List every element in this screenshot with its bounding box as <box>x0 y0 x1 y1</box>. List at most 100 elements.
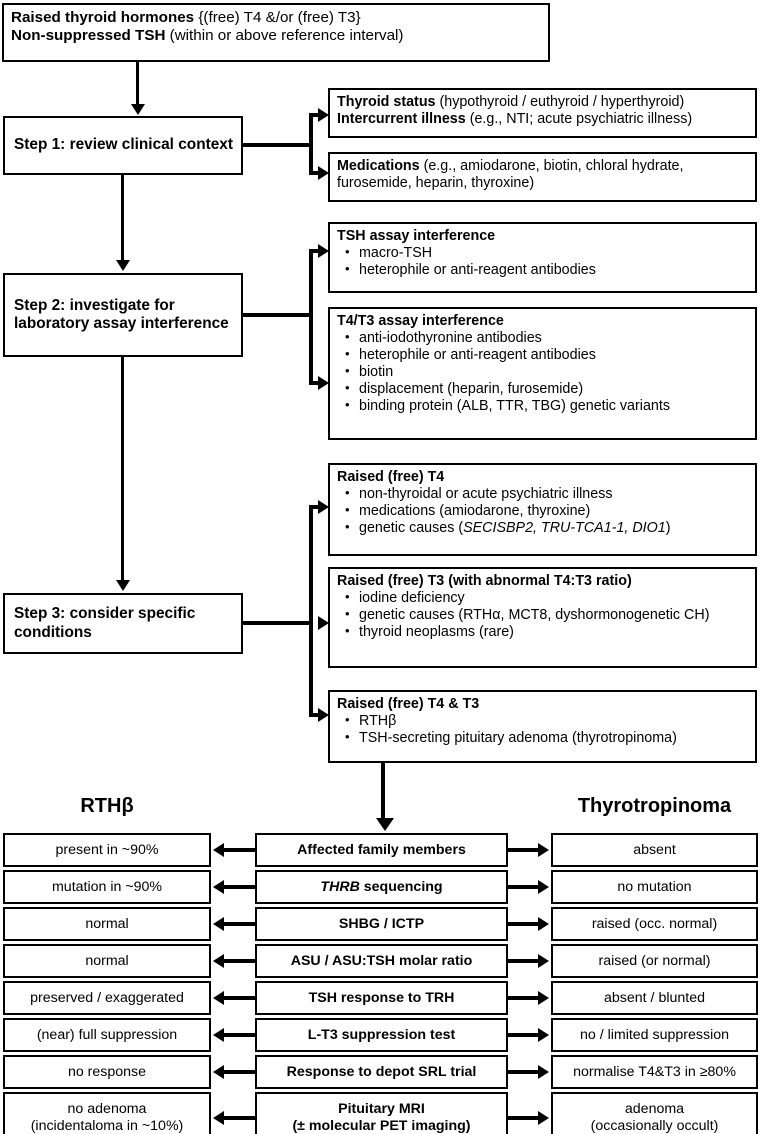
connector-step1-stem <box>243 143 313 147</box>
step2-detail-box-1: TSH assay interference macro-TSH heterop… <box>328 222 757 293</box>
step-3-label: Step 3: consider specific conditions <box>14 605 196 641</box>
connector-step2-branch-top <box>309 249 324 253</box>
arrow-head-left <box>213 880 224 894</box>
comparison-left-cell-text: preserved / exaggerated <box>30 989 184 1006</box>
tsh-assay-heading: TSH assay interference <box>337 228 496 244</box>
comparison-left-cell: present in ~90% <box>3 833 211 867</box>
tsh-assay-bullets: macro-TSH heterophile or anti-reagent an… <box>337 244 748 279</box>
comparison-left-cell: normal <box>3 907 211 941</box>
medications-detail: (e.g., amiodarone, biotin, chloral hydra… <box>337 158 684 191</box>
arrow-step3-to-box2 <box>318 616 329 630</box>
raised-t3-heading: Raised (free) T3 (with abnormal T4:T3 ra… <box>337 573 632 589</box>
comparison-right-cell: no mutation <box>551 870 758 904</box>
connector-title-to-step1 <box>136 62 139 106</box>
arrow-line-to-left <box>224 1070 255 1074</box>
arrow-head-right <box>538 880 549 894</box>
arrow-to-comparison <box>376 818 394 831</box>
comparison-right-cell: normalise T4&T3 in ≥80% <box>551 1055 758 1089</box>
comparison-right-cell: adenoma(occasionally occult) <box>551 1092 758 1134</box>
comparison-left-cell-text: normal <box>85 915 129 932</box>
arrow-line-to-left <box>224 959 255 963</box>
arrow-line-to-right <box>508 1070 538 1074</box>
arrow-line-to-right <box>508 1116 538 1120</box>
step3-detail-box-1: Raised (free) T4 non-thyroidal or acute … <box>328 463 757 556</box>
arrow-head-left <box>213 917 224 931</box>
raised-t4-heading: Raised (free) T4 <box>337 469 445 485</box>
comparison-right-cell: raised (occ. normal) <box>551 907 758 941</box>
arrow-head-right <box>538 1028 549 1042</box>
connector-step3-branch-bottom <box>309 713 324 717</box>
comparison-feature-cell-text: ASU / ASU:TSH molar ratio <box>290 952 473 969</box>
comparison-feature-cell-text: Response to depot SRL trial <box>286 1063 477 1080</box>
comparison-feature-cell: Response to depot SRL trial <box>255 1055 508 1089</box>
arrow-line-to-left <box>224 996 255 1000</box>
arrow-step3-to-box3 <box>318 708 329 722</box>
list-item: thyroid neoplasms (rare) <box>337 623 748 641</box>
title-line-2: Non-suppressed TSH (within or above refe… <box>11 27 541 45</box>
comparison-right-cell: no / limited suppression <box>551 1018 758 1052</box>
comparison-left-cell-text: mutation in ~90% <box>51 878 163 895</box>
title-line-1-bold: Raised thyroid hormones <box>11 9 195 26</box>
comparison-feature-cell: Pituitary MRI(± molecular PET imaging) <box>255 1092 508 1134</box>
list-item: medications (amiodarone, thyroxine) <box>337 502 748 520</box>
comparison-feature-cell-text: Affected family members <box>297 841 466 858</box>
comparison-left-cell: normal <box>3 944 211 978</box>
raised-t3-bullets: iodine deficiency genetic causes (RTHα, … <box>337 589 748 641</box>
comparison-right-cell: raised (or normal) <box>551 944 758 978</box>
comparison-feature-cell-text: THRB sequencing <box>320 878 443 895</box>
connector-step2-riser <box>309 249 313 385</box>
gene-names: SECISBP2, TRU-TCA1-1, DIO1 <box>463 520 666 537</box>
comparison-feature-cell: L-T3 suppression test <box>255 1018 508 1052</box>
connector-step2-branch-bottom <box>309 381 324 385</box>
list-item: genetic causes (SECISBP2, TRU-TCA1-1, DI… <box>337 519 748 537</box>
arrow-head-left <box>213 843 224 857</box>
arrow-line-to-right <box>508 1033 538 1037</box>
arrow-head-left <box>213 1028 224 1042</box>
list-item: non-thyroidal or acute psychiatric illne… <box>337 485 748 503</box>
comparison-right-cell: absent <box>551 833 758 867</box>
raised-t4-bullets: non-thyroidal or acute psychiatric illne… <box>337 485 748 537</box>
arrow-line-to-left <box>224 848 255 852</box>
connector-step2-to-step3 <box>121 357 124 581</box>
step-2-label: Step 2: investigate for laboratory assay… <box>14 296 229 332</box>
connector-step3-branch-top <box>309 505 324 509</box>
medications-label: Medications <box>337 158 420 174</box>
arrow-step3-to-box1 <box>318 500 329 514</box>
t4t3-assay-bullets: anti-iodothyronine antibodies heterophil… <box>337 329 748 416</box>
comparison-right-cell-text: normalise T4&T3 in ≥80% <box>573 1063 736 1080</box>
step1-detail-box-1: Thyroid status (hypothyroid / euthyroid … <box>328 88 757 138</box>
raised-t4-t3-bullets: RTHβ TSH-secreting pituitary adenoma (th… <box>337 712 748 747</box>
thyroid-status-label: Thyroid status <box>337 94 436 110</box>
arrow-head-right <box>538 991 549 1005</box>
arrow-line-to-right <box>508 996 538 1000</box>
connector-step1-branch-bottom <box>309 171 324 175</box>
list-item: anti-iodothyronine antibodies <box>337 329 748 347</box>
comparison-left-cell-text: no response <box>67 1063 147 1080</box>
arrow-head-left <box>213 954 224 968</box>
t4t3-assay-heading: T4/T3 assay interference <box>337 313 504 329</box>
step-3-box: Step 3: consider specific conditions <box>3 593 243 654</box>
list-item: RTHβ <box>337 712 748 730</box>
intercurrent-illness-detail: (e.g., NTI; acute psychiatric illness) <box>465 110 693 127</box>
comparison-right-cell-text: adenoma(occasionally occult) <box>590 1101 719 1134</box>
arrow-head-left <box>213 1065 224 1079</box>
list-item: iodine deficiency <box>337 589 748 607</box>
arrow-line-to-right <box>508 959 538 963</box>
title-box: Raised thyroid hormones {(free) T4 &/or … <box>2 3 550 62</box>
intercurrent-illness-label: Intercurrent illness <box>337 110 466 127</box>
medications-line: Medications (e.g., amiodarone, biotin, c… <box>337 158 748 192</box>
title-line-2-bold: Non-suppressed TSH <box>11 26 166 44</box>
arrow-head-left <box>213 991 224 1005</box>
comparison-feature-cell-text: L-T3 suppression test <box>307 1026 456 1043</box>
comparison-right-cell-text: absent / blunted <box>604 989 705 1006</box>
arrow-step2-to-box1 <box>318 244 329 258</box>
raised-t4-t3-heading: Raised (free) T4 & T3 <box>337 696 480 712</box>
connector-step2-stem <box>243 313 313 317</box>
arrow-line-to-left <box>224 885 255 889</box>
step2-detail-box-2: T4/T3 assay interference anti-iodothyron… <box>328 307 757 440</box>
comparison-right-cell-text: raised (occ. normal) <box>591 915 718 932</box>
step3-detail-box-3: Raised (free) T4 & T3 RTHβ TSH-secreting… <box>328 690 757 763</box>
thyroid-status-detail: (hypothyroid / euthyroid / hyperthyroid) <box>435 94 685 110</box>
arrow-step1-to-step2 <box>115 260 130 271</box>
